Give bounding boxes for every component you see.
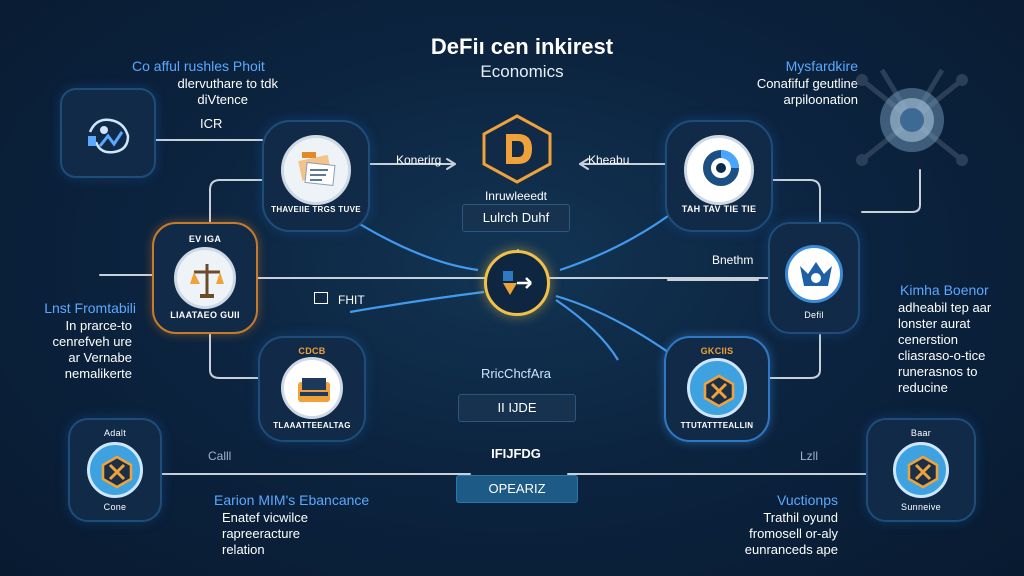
node-bottom-right-1[interactable]: Baar Sunneive — [866, 418, 976, 522]
top-left-tag: ICR — [200, 116, 223, 131]
node-label-bottom: LIAATAEO GUII — [170, 310, 240, 320]
center-top-label: Inruwleeedt — [484, 189, 548, 203]
center-bottom-label: IFIJFDG — [491, 446, 541, 461]
node-icon-circle — [684, 134, 754, 205]
wallet-card-icon — [298, 378, 330, 402]
left-line: cenrefveh ure — [52, 334, 133, 349]
node-top-right-1[interactable] — [852, 60, 972, 180]
top-right-heading: Mysfardkire — [785, 58, 858, 74]
bottom-right-line: eunranceds ape — [744, 542, 838, 557]
connector-line — [769, 334, 821, 379]
node-label: Defil — [804, 310, 824, 320]
wrench-scale-icon — [190, 264, 224, 298]
right-line: cenerstion — [898, 332, 958, 347]
node-top-left-2[interactable]: THAVEIIE TRGS TUVE — [262, 120, 370, 232]
connector-line — [209, 274, 263, 379]
donut-chart-icon — [703, 150, 739, 186]
node-label: TAH TAV TIE TIE — [681, 204, 757, 214]
node-mid-right[interactable]: Defil — [768, 222, 860, 334]
right-line: runerasnos to — [898, 364, 978, 379]
top-left-line1: dlervuthare to tdk — [177, 76, 278, 91]
node-top-left-1[interactable] — [60, 88, 156, 178]
node-label-top: CDCB — [298, 346, 326, 356]
edge-label-right-arrow: Kheabu — [588, 153, 630, 167]
node-label-top: Baar — [910, 428, 932, 438]
connector-line — [769, 179, 821, 231]
top-right-line1: Conafifuf geutline — [756, 76, 858, 91]
flow-curve — [559, 215, 669, 272]
x-hex-icon — [907, 455, 939, 489]
flow-curve — [555, 299, 619, 361]
left-line: nemalikerte — [64, 366, 132, 381]
documents-icon — [298, 152, 336, 186]
node-icon-circle — [174, 247, 236, 309]
flow-curve — [349, 217, 479, 272]
bottom-left-line: relation — [222, 542, 265, 557]
right-line: reducine — [898, 380, 948, 395]
center-hub[interactable] — [484, 250, 550, 316]
flow-curve — [555, 294, 669, 353]
node-mid-left[interactable]: EV IGA LIAATAEO GUII — [152, 222, 258, 334]
node-label-bottom: TTUTATTTEALLIN — [680, 421, 754, 430]
node-bottom-left-1[interactable]: Adalt Cone — [68, 418, 162, 522]
node-top-right-2[interactable]: TAH TAV TIE TIE — [665, 120, 773, 232]
play-hub-icon — [503, 271, 532, 295]
node-label-top: EV IGA — [188, 234, 222, 244]
node-label-bottom: Sunneive — [901, 502, 941, 512]
right-line: cliasraso-o-tice — [898, 348, 986, 363]
top-right-line2: arpiloonation — [783, 92, 858, 107]
flow-curve — [349, 290, 485, 314]
globe-network-icon — [856, 68, 968, 166]
bottom-right-line: fromosell or-aly — [749, 526, 838, 541]
arrow-head — [446, 158, 456, 170]
node-label-top: GKCIIS — [700, 346, 734, 356]
x-hex-icon — [101, 455, 133, 489]
bottom-right-line: Trathil oyund — [763, 510, 838, 525]
edge-label-right-side: Bnethm — [712, 253, 754, 267]
node-label-bottom: Cone — [103, 502, 127, 512]
arrow-head — [579, 158, 589, 170]
node-label-bottom: TLAAATTEEALTAG — [273, 421, 351, 430]
small-box-icon — [314, 292, 328, 304]
center-mid-label: RricChcfAra — [480, 366, 552, 381]
node-bottom-right-2[interactable]: GKCIIS TTUTATTTEALLIN — [664, 336, 770, 442]
node-icon-circle — [687, 357, 747, 418]
node-label-top: Adalt — [103, 428, 126, 438]
center-bottom-pill[interactable]: OPEARIZ — [456, 475, 578, 503]
diagram-title: DeFiı cen inkirest — [430, 34, 614, 59]
left-line: ar Vernabe — [68, 350, 132, 365]
bottom-left-heading: Earion MIM's Ebancance — [214, 492, 370, 508]
bottom-left-line: Enatef vicwilce — [222, 510, 308, 525]
shield-crown-icon — [800, 262, 832, 286]
left-heading: Lnst Fromtabili — [44, 300, 136, 316]
bottom-right-heading: Vuctionps — [777, 492, 838, 508]
diagram-subtitle: Economics — [480, 62, 564, 81]
left-line: In prarce-to — [65, 318, 132, 333]
top-left-heading: Co afful rushles Phoit — [132, 58, 265, 74]
top-left-line2: diVtence — [197, 92, 248, 107]
right-heading: Kimha Boenor — [900, 282, 989, 298]
hex-shield-icon — [703, 374, 735, 408]
node-bottom-left-2[interactable]: CDCB TLAAATTEEALTAG — [258, 336, 366, 442]
center-top-pill[interactable]: Lulrch Duhf — [462, 204, 570, 232]
center-mid-pill[interactable]: II IJDE — [458, 394, 576, 422]
edge-label-small-box: FHIT — [338, 293, 365, 307]
edge-label-bottom-right: Lzll — [800, 449, 819, 463]
right-line: adheabil tep aar — [898, 300, 992, 315]
right-line: lonster aurat — [898, 316, 971, 331]
edge-label-left-arrow: Konerirg — [396, 153, 442, 167]
edge-label-bottom-left: Calll — [208, 449, 232, 463]
node-label: THAVEIIE TRGS TUVE — [271, 205, 361, 214]
bottom-left-line: rapreeracture — [222, 526, 301, 541]
d-logo-icon[interactable] — [478, 112, 556, 186]
connector-line — [157, 179, 263, 271]
chart-person-icon — [88, 118, 130, 154]
connector-line — [861, 169, 921, 213]
